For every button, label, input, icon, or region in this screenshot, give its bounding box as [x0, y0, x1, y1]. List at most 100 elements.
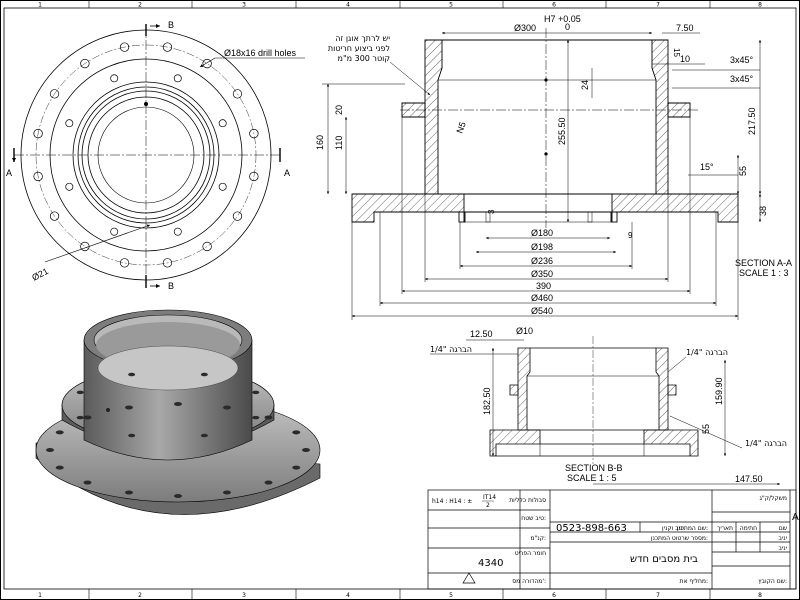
- iso-bolt-holes: [46, 372, 310, 498]
- dia-180: Ø180: [531, 228, 553, 238]
- bolt-hole: [202, 58, 212, 69]
- part-name: בית מסבים חדש: [630, 554, 698, 565]
- iso-upper-hole: [252, 415, 260, 420]
- bolt-hole: [162, 258, 173, 268]
- tolerance-lower: 0: [565, 22, 570, 32]
- dim-7-50: 7.50: [676, 23, 694, 33]
- bolt-hole: [33, 171, 43, 182]
- scale-label: קנ"מ:: [530, 535, 546, 542]
- zone-top-8: 8: [758, 2, 762, 9]
- dia-236: Ø236: [531, 256, 553, 266]
- drawing-number-label: מספר שרטוט המתכנן:: [651, 535, 708, 542]
- dia-300: Ø300: [514, 23, 536, 33]
- iso-bolt-hole: [264, 415, 273, 420]
- designer-name: יניב וקנין: [662, 525, 684, 532]
- zone-bottom-4: 4: [346, 592, 350, 599]
- inner-bolt-hole: [65, 182, 74, 191]
- iso-bolt-hole: [55, 465, 64, 470]
- bolt-hole: [49, 211, 60, 221]
- zone-bottom-5: 5: [449, 592, 453, 599]
- hole-callout: Ø18x16 drill holes: [224, 48, 297, 58]
- dim-n5: N5: [454, 120, 467, 134]
- section-bb-title: SECTION B-B: [565, 463, 623, 473]
- zone-bottom-8: 8: [758, 592, 762, 599]
- dim-147-50: 147.50: [735, 474, 763, 484]
- outer-bolt-holes: [33, 42, 259, 268]
- iso-upper-hole: [76, 415, 84, 420]
- inner-bolt-hole: [110, 74, 119, 83]
- dim-55-b: 55: [701, 424, 711, 434]
- inner-bolt-hole: [173, 227, 182, 236]
- dim-15deg: 15°: [700, 162, 714, 172]
- small-hole-marker: [144, 102, 148, 106]
- iso-upper-hole: [128, 433, 136, 438]
- weld-note-line1: יש לרתך אוגן זה: [335, 34, 390, 43]
- replaces-label: מחליף את:: [680, 578, 708, 585]
- zone-bottom-3: 3: [242, 592, 246, 599]
- dim-390: 390: [536, 281, 551, 291]
- thread-right: 1/4" הברגה: [686, 348, 728, 357]
- zone-top-3: 3: [242, 2, 246, 9]
- chamfer-1: 3x45°: [730, 55, 754, 65]
- iso-bolt-hole: [264, 480, 273, 485]
- cut-label-a-right: A: [284, 168, 290, 178]
- dia-540: Ø540: [531, 306, 553, 316]
- material-value: 4340: [478, 558, 503, 569]
- bolt-hole: [202, 241, 212, 252]
- dim-12-50: 12.50: [470, 329, 493, 339]
- iso-upper-hole: [200, 372, 208, 377]
- col-date: תאריך: [717, 525, 733, 532]
- dim-217-50: 217.50: [747, 107, 757, 135]
- sheet-id-label: מהדורה מס':: [512, 578, 546, 585]
- dim-24: 24: [580, 80, 590, 90]
- iso-upper-hole: [252, 390, 260, 395]
- iso-upper-hole: [128, 372, 136, 377]
- bolt-hole: [232, 211, 243, 221]
- dim-160: 160: [315, 135, 325, 150]
- zone-bottom-1: 1: [38, 592, 42, 599]
- thread-left: 1/4" הברגה: [430, 345, 472, 354]
- tolerance-spec: h14 : H14 : ±: [432, 498, 472, 505]
- dim-110: 110: [334, 136, 344, 150]
- weld-note-line2: לפני ביצוע חריטות: [328, 44, 390, 53]
- iso-bolt-hole: [46, 448, 54, 452]
- dim-10: 10: [680, 54, 690, 64]
- zone-top-7: 7: [656, 2, 660, 9]
- bolt-hole: [80, 241, 90, 252]
- bolt-hole: [80, 58, 90, 69]
- bolt-hole: [119, 42, 130, 52]
- weld-note-line3: קוטר 300 מ"מ: [338, 54, 391, 63]
- bolt-hole: [249, 171, 259, 182]
- designer-phone: 0523-898-663: [556, 523, 627, 534]
- inner-bolt-hole: [218, 182, 227, 191]
- tolerance-frac-top: IT14: [483, 494, 496, 501]
- sheet-size: A: [792, 512, 799, 523]
- dim-255-50: 255.50: [557, 117, 567, 145]
- zone-top-4: 4: [346, 2, 350, 9]
- iso-upper-hole: [76, 390, 84, 395]
- iso-bolt-hole: [174, 402, 182, 406]
- section-aa-scale: SCALE 1 : 3: [739, 268, 789, 278]
- iso-upper-hole: [200, 433, 208, 438]
- tolerance-frac-bot: 2: [486, 502, 490, 509]
- dim-15-top: 15: [672, 48, 681, 57]
- zone-top-2: 2: [138, 2, 142, 9]
- section-a-a: H7 +0.05 0 Ø300 7.50 15 10 3x45° 3x45° 2…: [315, 14, 792, 320]
- weight-label: משקל/ק"ג: [759, 495, 787, 502]
- dim-38: 38: [758, 206, 768, 216]
- bolt-hole: [162, 42, 173, 52]
- front-view: B B A A Ø18x16 drill holes Ø21: [6, 20, 305, 291]
- col-sign: חתימה: [740, 525, 757, 532]
- iso-bolt-hole: [302, 448, 310, 452]
- surface-label: טיב שטח:: [521, 515, 546, 522]
- title-block: h14 : H14 : ± IT14 2 סבולות כלליות טיב ש…: [427, 489, 799, 590]
- iso-bolt-hole: [222, 490, 231, 495]
- zone-top-6: 6: [552, 2, 556, 9]
- inner-bolt-hole: [65, 119, 74, 128]
- inner-bolt-hole: [110, 227, 119, 236]
- iso-bolt-hole: [292, 430, 301, 435]
- tolerance-h7: H7 +0.05: [544, 14, 581, 24]
- section-aa-title: SECTION A-A: [735, 258, 792, 268]
- zone-bottom-7: 7: [656, 592, 660, 599]
